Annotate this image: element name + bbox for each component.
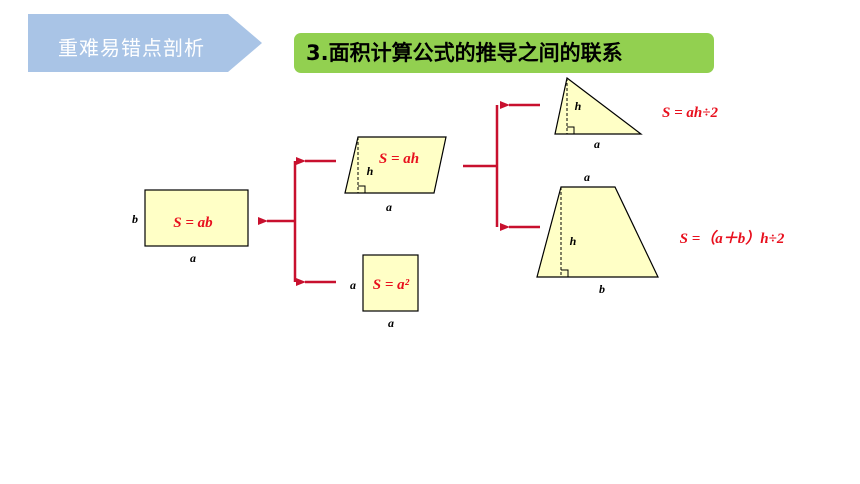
trapezoid-formula: S =（a＋b）h÷2 xyxy=(680,229,785,247)
triangle-shape xyxy=(554,76,643,135)
square-base-label: a xyxy=(388,316,394,330)
parallelogram-formula: S = ah xyxy=(379,151,419,167)
trapezoid-right-angle xyxy=(561,269,569,277)
rectangle-side-label: b xyxy=(132,212,138,226)
title-box: 3.面积计算公式的推导之间的联系 xyxy=(294,33,714,73)
parallelogram-right-angle xyxy=(358,185,366,193)
banner-shape xyxy=(28,14,262,72)
square-shape xyxy=(362,254,419,312)
rectangle-formula: S = ab xyxy=(173,215,213,231)
rectangle-base-label: a xyxy=(190,251,196,265)
trapezoid-top-label: a xyxy=(584,170,590,184)
triangle-base-label: a xyxy=(594,137,600,151)
parallelogram-height-label: h xyxy=(367,164,374,178)
triangle-height-label: h xyxy=(575,99,582,113)
rectangle-shape xyxy=(144,189,249,247)
triangle-formula: S = ah÷2 xyxy=(662,105,718,121)
header-banner xyxy=(28,14,262,72)
parallelogram-shape xyxy=(344,136,447,194)
triangle-right-angle xyxy=(567,126,575,134)
parallelogram-base-label: a xyxy=(386,200,392,214)
trapezoid-height-label: h xyxy=(570,234,577,248)
square-side-label: a xyxy=(350,278,356,292)
section-label: 重难易错点剖析 xyxy=(58,36,205,60)
page-title: 3.面积计算公式的推导之间的联系 xyxy=(306,41,623,65)
connector-right xyxy=(463,105,499,227)
square-formula: S = a² xyxy=(373,277,410,293)
trapezoid-base-label: b xyxy=(599,282,605,296)
trapezoid-shape xyxy=(536,186,659,278)
